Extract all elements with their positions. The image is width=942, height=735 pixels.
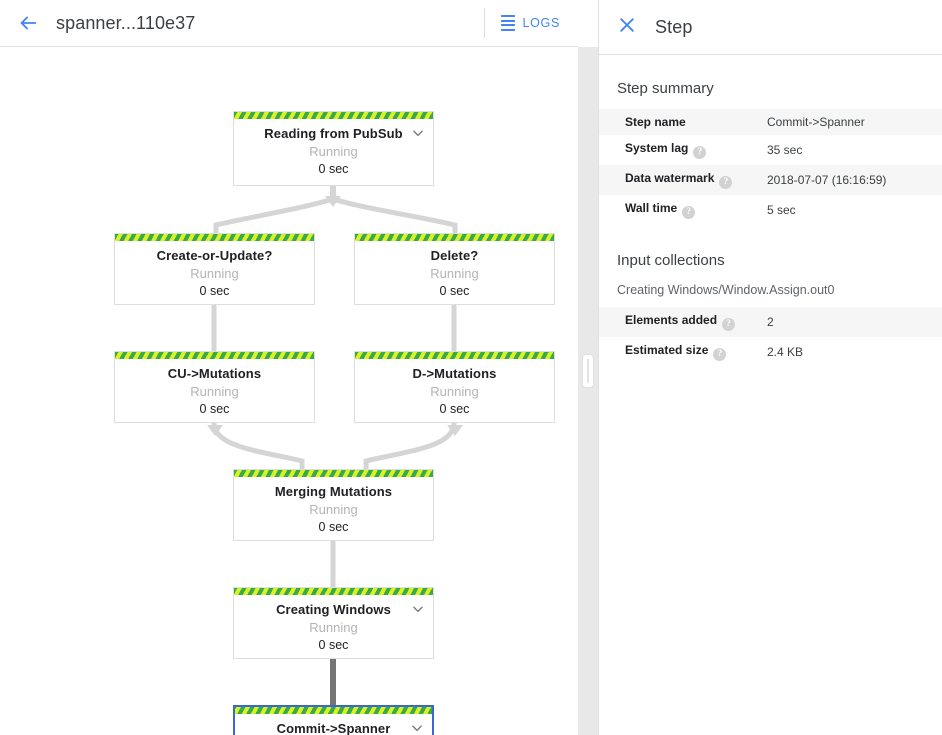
input-key: Elements added? [599, 307, 767, 337]
node-name: Merging Mutations [274, 484, 393, 499]
summary-row: Data watermark?2018-07-07 (16:16:59) [599, 165, 942, 195]
node-body: Delete? Running 0 sec [355, 234, 554, 309]
panel-header: Step [599, 0, 942, 55]
node-status-stripe [235, 707, 432, 714]
node-status: Running [309, 502, 358, 517]
summary-row: Wall time?5 sec [599, 195, 942, 225]
node-status-stripe [115, 352, 314, 359]
section-gap [599, 225, 942, 251]
node-name: D->Mutations [412, 366, 497, 381]
graph-node-cou[interactable]: Create-or-Update? Running 0 sec [114, 233, 315, 305]
summary-value: 35 sec [767, 143, 803, 157]
job-graph-column: spanner...110e37 LOGS [0, 0, 578, 735]
summary-value: 2018-07-07 (16:16:59) [767, 173, 887, 187]
node-status: Running [190, 266, 239, 281]
node-time: 0 sec [318, 520, 349, 534]
help-icon[interactable]: ? [713, 348, 727, 361]
graph-edges [207, 186, 463, 705]
close-icon [617, 15, 637, 40]
node-status: Running [309, 144, 358, 159]
summary-value: 5 sec [767, 203, 796, 217]
node-name: Reading from PubSub [264, 126, 403, 141]
node-status-stripe [234, 470, 433, 477]
help-icon[interactable]: ? [719, 176, 733, 189]
top-app-bar: spanner...110e37 LOGS [0, 0, 578, 47]
node-time: 0 sec [318, 162, 349, 176]
chevron-down-icon[interactable] [411, 602, 425, 616]
graph-node-commit[interactable]: Commit->SpannerPart running5 sec [233, 705, 434, 735]
node-time: 0 sec [199, 402, 230, 416]
node-status-stripe [355, 234, 554, 241]
input-row: Estimated size?2.4 KB [599, 337, 942, 367]
input-value: 2 [767, 315, 774, 329]
node-status-stripe [234, 112, 433, 119]
help-icon[interactable]: ? [682, 206, 696, 219]
chevron-down-icon[interactable] [411, 126, 425, 140]
chevron-down-icon[interactable] [410, 721, 424, 735]
node-status: Running [309, 620, 358, 635]
help-icon[interactable]: ? [722, 318, 736, 331]
resize-grip[interactable] [583, 355, 593, 387]
back-button[interactable] [0, 0, 56, 47]
step-details-panel: Step Step summary Step name Commit->Spann… [598, 0, 942, 735]
help-icon[interactable]: ? [693, 146, 707, 159]
summary-key: System lag? [599, 135, 767, 165]
node-time: 0 sec [439, 284, 470, 298]
graph-node-del[interactable]: Delete? Running 0 sec [354, 233, 555, 305]
node-name: Create-or-Update? [156, 248, 273, 263]
step-summary-heading: Step summary [617, 80, 714, 97]
node-name: Delete? [430, 248, 479, 263]
summary-row: System lag?35 sec [599, 135, 942, 165]
node-status-stripe [234, 588, 433, 595]
summary-value: Commit->Spanner [767, 115, 865, 129]
panel-title: Step [655, 16, 693, 37]
node-time: 0 sec [318, 638, 349, 652]
input-value: 2.4 KB [767, 345, 804, 359]
input-collections-heading: Input collections [617, 252, 725, 269]
logs-button-label: LOGS [522, 16, 560, 30]
node-status-stripe [115, 234, 314, 241]
node-status-stripe [355, 352, 554, 359]
page-title: spanner...110e37 [56, 12, 196, 33]
input-key: Estimated size? [599, 337, 767, 367]
node-name: Creating Windows [276, 602, 391, 617]
node-name: CU->Mutations [167, 366, 262, 381]
top-bar-actions: LOGS [484, 0, 578, 46]
input-collection-source: Creating Windows/Window.Assign.out0 [617, 283, 835, 297]
logs-button[interactable]: LOGS [485, 0, 578, 47]
node-body: Commit->SpannerPart running5 sec [235, 707, 432, 735]
node-body: Create-or-Update? Running 0 sec [115, 234, 314, 309]
close-panel-button[interactable] [599, 0, 655, 55]
summary-row: Step name Commit->Spanner [599, 109, 942, 135]
input-row: Elements added?2 [599, 307, 942, 337]
node-time: 0 sec [439, 402, 470, 416]
summary-key: Data watermark? [599, 165, 767, 195]
node-status: Running [190, 384, 239, 399]
arrow-left-icon [17, 12, 39, 34]
node-time: 0 sec [199, 284, 230, 298]
summary-key: Wall time? [599, 195, 767, 225]
panel-resize-handle[interactable] [578, 47, 598, 735]
summary-key: Step name [625, 115, 686, 129]
node-status: Running [430, 384, 479, 399]
node-name: Commit->Spanner [276, 721, 391, 735]
toolbar-divider [484, 8, 486, 38]
node-status: Running [430, 266, 479, 281]
list-icon [501, 15, 516, 31]
